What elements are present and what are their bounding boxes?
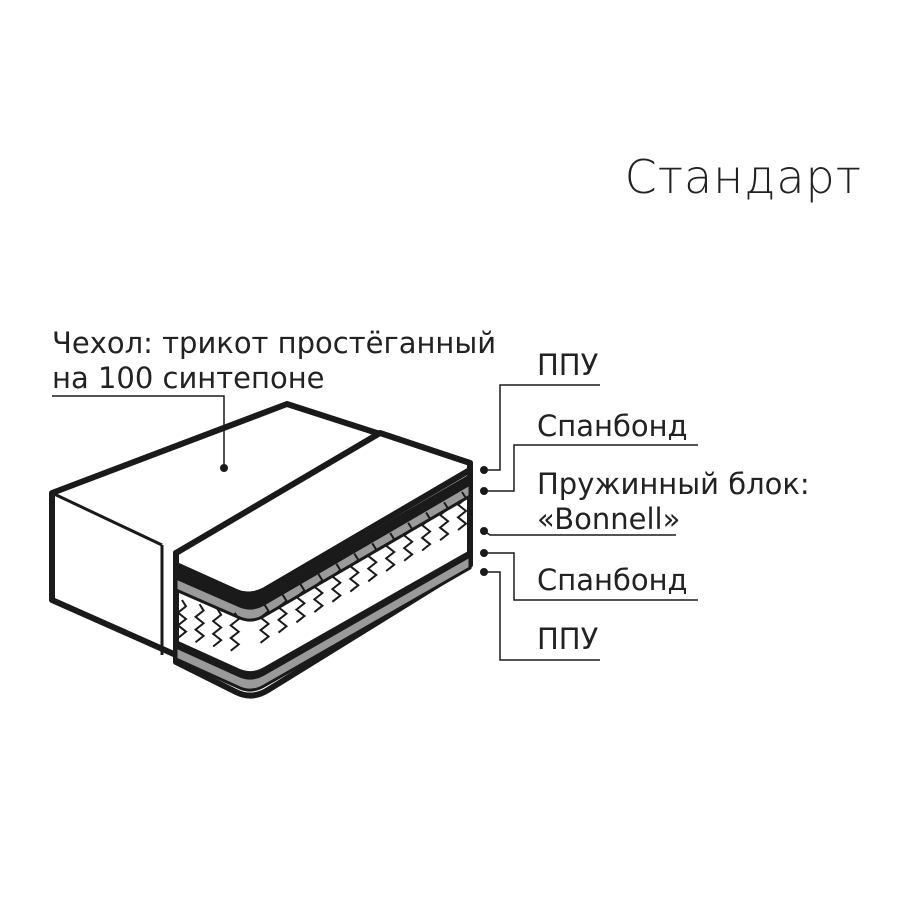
spring-label-line1: Пружинный блок: bbox=[537, 467, 810, 501]
spring-coil bbox=[294, 583, 307, 624]
leader-ppu-top bbox=[484, 384, 600, 471]
spring-coil bbox=[176, 599, 188, 639]
ppu-bottom-label: ППУ bbox=[537, 622, 599, 656]
spring-coil bbox=[229, 612, 241, 652]
spring-coil bbox=[312, 573, 325, 613]
cover-label: Чехол: трикот простёганный на 100 синтеп… bbox=[52, 326, 496, 396]
leader-lines bbox=[52, 384, 698, 661]
spring-label-line2: «Bonnell» bbox=[537, 502, 681, 536]
cover-edge-line bbox=[51, 491, 163, 547]
spring-coil bbox=[366, 542, 378, 583]
leader-ppu-bottom bbox=[484, 571, 600, 661]
spunbond-top-label: Спанбонд bbox=[537, 409, 688, 443]
leader-spunbond-top bbox=[484, 444, 698, 492]
page-title: Стандарт bbox=[624, 150, 862, 204]
spring-coil bbox=[258, 604, 271, 644]
leader-spring bbox=[483, 530, 676, 536]
cover-label-line2: на 100 синтепоне bbox=[52, 361, 325, 395]
spring-coil bbox=[456, 491, 468, 531]
spring-block-label: Пружинный блок: «Bonnell» bbox=[537, 467, 810, 537]
spring-block bbox=[176, 491, 468, 652]
spring-coil bbox=[330, 563, 342, 603]
spring-coil bbox=[420, 511, 432, 552]
spring-coil bbox=[348, 553, 360, 593]
cover-label-line1: Чехол: трикот простёганный bbox=[52, 326, 497, 360]
spunbond-bottom-label: Спанбонд bbox=[537, 563, 688, 597]
ppu-top-label: ППУ bbox=[537, 348, 599, 382]
spring-coil bbox=[402, 522, 414, 562]
spring-coil bbox=[211, 607, 223, 648]
leader-spunbond-bottom bbox=[484, 552, 698, 601]
spring-coil bbox=[384, 532, 396, 572]
spring-coil bbox=[276, 594, 289, 634]
leader-cover bbox=[52, 395, 225, 468]
spring-coil bbox=[438, 501, 450, 542]
spring-coil bbox=[193, 603, 206, 644]
